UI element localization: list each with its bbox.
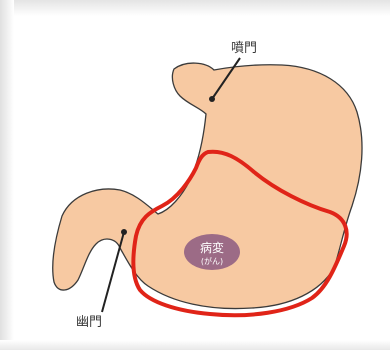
stomach-illustration	[53, 63, 362, 308]
pylorus-label: 幽門	[76, 315, 102, 330]
lesion-sublabel: (がん)	[201, 256, 223, 266]
cardia-label: 噴門	[231, 41, 257, 56]
pylorus-leader-line	[102, 232, 124, 312]
lesion-label: 病変	[200, 240, 224, 255]
